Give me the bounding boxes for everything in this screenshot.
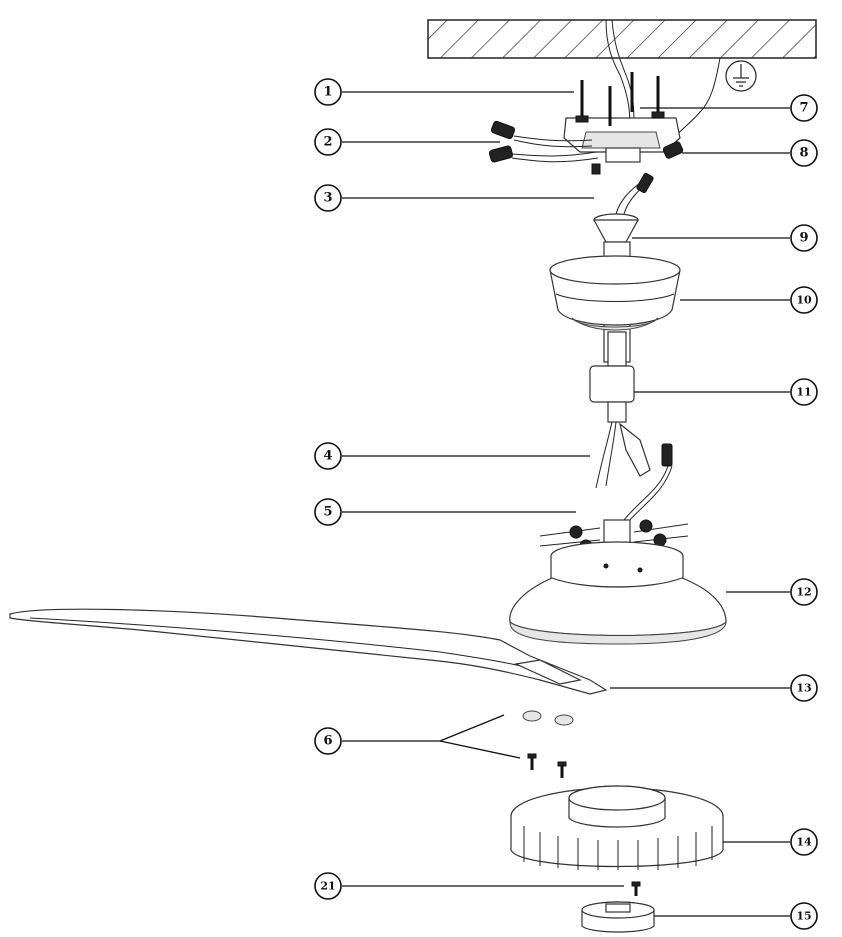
- svg-text:7: 7: [799, 101, 808, 116]
- callout-9: 9: [790, 224, 818, 252]
- callout-10: 10: [790, 286, 818, 314]
- callout-13: 13: [790, 674, 818, 702]
- coupling-cover: [589, 331, 635, 423]
- svg-text:11: 11: [796, 386, 811, 399]
- svg-text:1: 1: [323, 85, 332, 100]
- svg-text:8: 8: [799, 146, 808, 161]
- callout-14: 14: [790, 828, 818, 856]
- fan-blade: [9, 608, 608, 695]
- svg-text:2: 2: [323, 135, 332, 150]
- ground-connector: [662, 141, 684, 159]
- svg-text:12: 12: [796, 586, 811, 599]
- ground-symbol-icon: [725, 60, 757, 92]
- light-kit: [510, 785, 724, 870]
- callout-2: 2: [314, 128, 342, 156]
- svg-text:4: 4: [323, 449, 332, 464]
- svg-text:3: 3: [323, 191, 332, 206]
- mounting-bracket: [563, 72, 681, 163]
- blade-screws: [522, 710, 574, 778]
- callout-21: 21: [314, 872, 342, 900]
- leader-lines: [342, 91, 790, 917]
- svg-text:10: 10: [796, 294, 812, 307]
- svg-text:15: 15: [796, 910, 811, 923]
- bracket-screw: [591, 163, 601, 175]
- callout-4: 4: [314, 442, 342, 470]
- callout-1: 1: [314, 78, 342, 106]
- svg-text:5: 5: [323, 505, 332, 520]
- callout-7: 7: [790, 94, 818, 122]
- cap-screw: [631, 881, 641, 896]
- callout-3: 3: [314, 184, 342, 212]
- canopy: [549, 255, 681, 331]
- ceiling: [427, 19, 817, 59]
- svg-text:9: 9: [799, 231, 808, 246]
- light-kit-ribs: [523, 826, 713, 870]
- svg-text:13: 13: [796, 682, 811, 695]
- motor-wires: [595, 421, 673, 489]
- callout-5: 5: [314, 498, 342, 526]
- svg-text:14: 14: [796, 836, 812, 849]
- svg-text:6: 6: [323, 734, 332, 749]
- svg-text:21: 21: [320, 880, 335, 893]
- callout-11: 11: [790, 378, 818, 406]
- callout-12: 12: [790, 578, 818, 606]
- callout-15: 15: [790, 902, 818, 930]
- callout-8: 8: [790, 139, 818, 167]
- callout-6: 6: [314, 727, 342, 755]
- motor-housing: [509, 541, 727, 645]
- end-cap: [581, 901, 655, 933]
- wire-connectors: [488, 120, 599, 163]
